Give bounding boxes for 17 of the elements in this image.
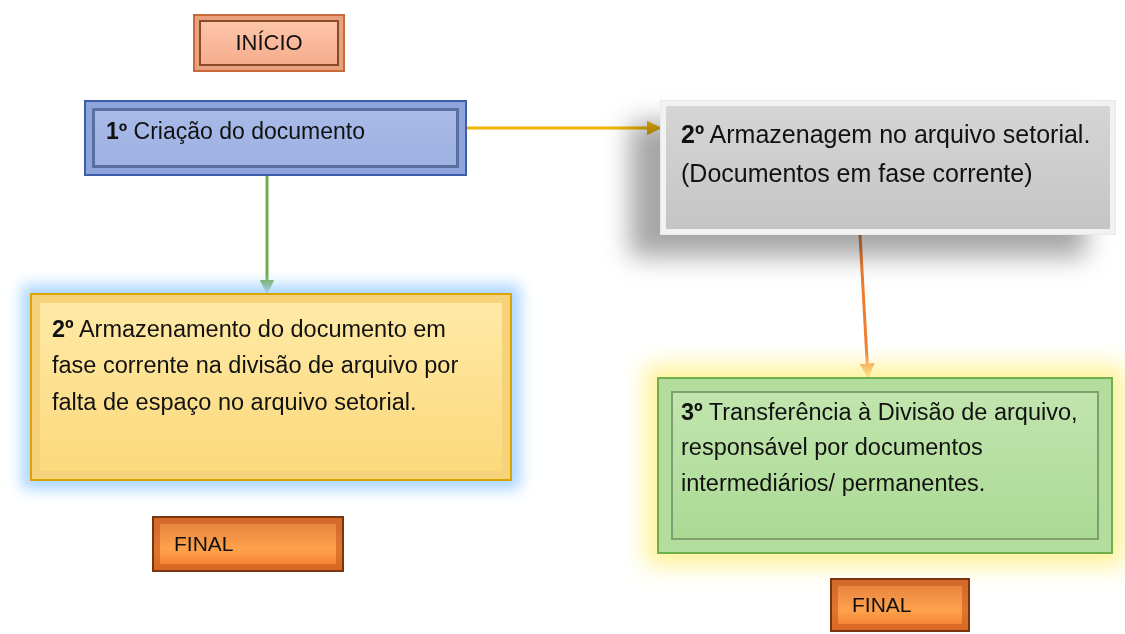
process-box [657,377,1113,554]
process-box [84,100,467,176]
box-label: 2º Armazenagem no arquivo setorial. (Documentos em fase corrente) [681,119,1092,189]
process-box [660,100,1116,235]
arrow [467,120,662,136]
end-box [830,578,970,632]
box-label: FINAL [174,532,234,556]
process-box [30,293,512,481]
box-label: 2º Armazenamento do documento em fase corrente na divisão de arquivo por falta de espaço no arquivo setorial. [52,315,460,417]
box-label: INÍCIO [235,30,303,56]
arrow [259,176,275,295]
end-box [152,516,344,572]
arrow [858,234,875,379]
start-box [193,14,345,72]
box-label: 1º Criação do documento [106,118,366,145]
box-label: FINAL [852,593,912,617]
box-label: 3º Transferência à Divisão de arquivo, responsável por documentos intermediários/ permanentes. [681,398,1079,498]
